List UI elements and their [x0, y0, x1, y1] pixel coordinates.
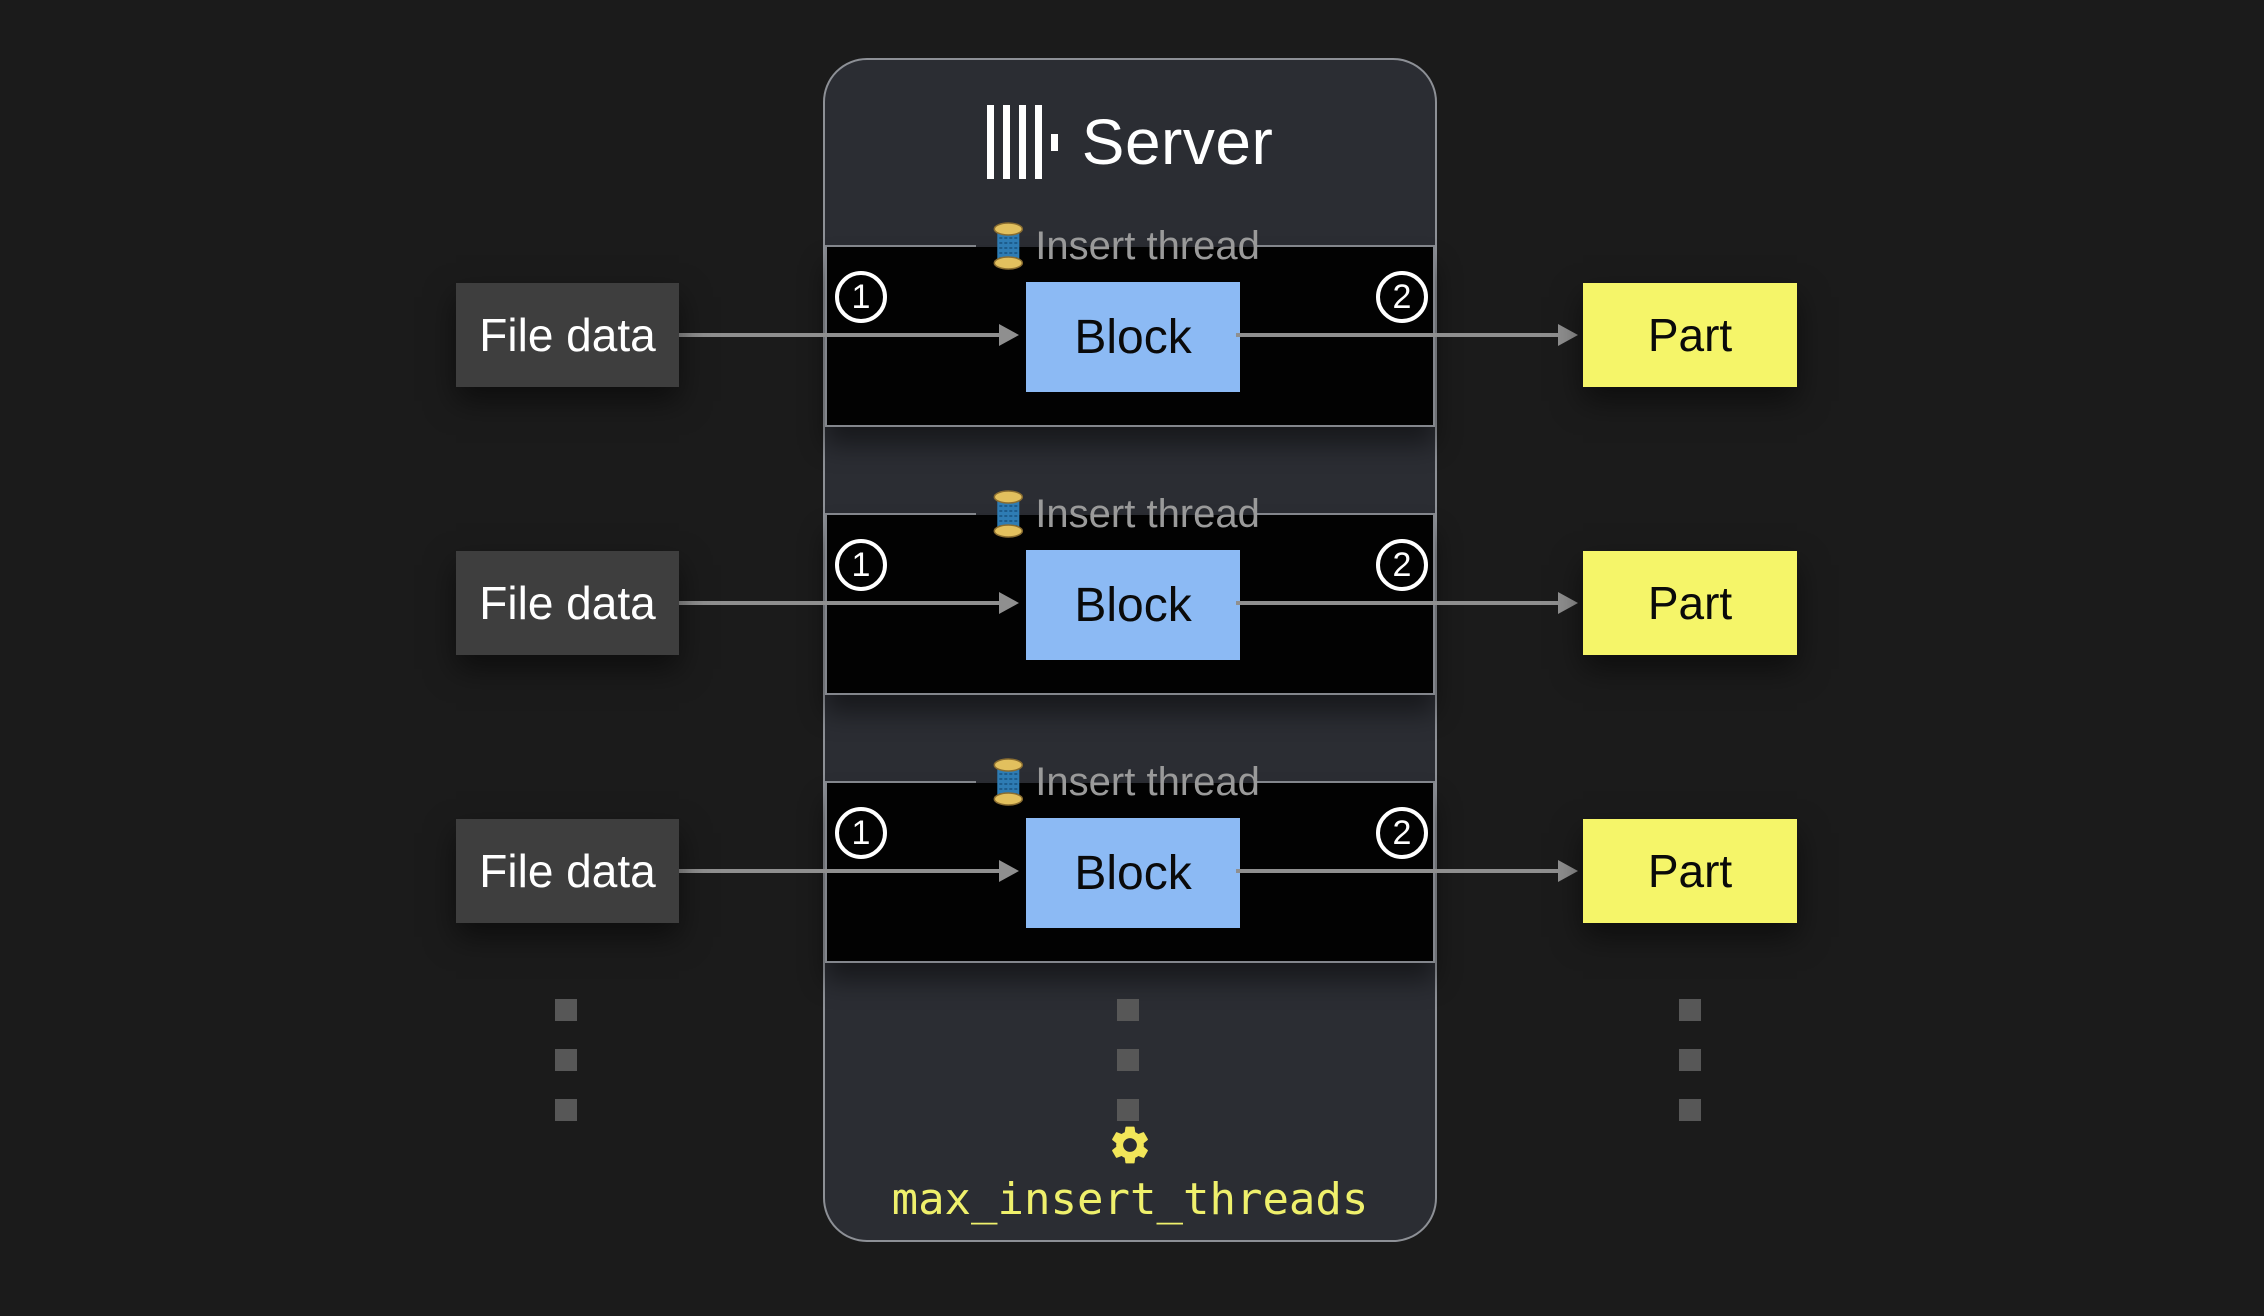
insert-thread-label: Insert thread	[1035, 760, 1260, 804]
file-data-box: File data	[456, 283, 679, 387]
insert-thread-label: Insert thread	[1035, 492, 1260, 536]
block-box: Block	[1026, 282, 1240, 392]
ellipsis-dot	[1117, 1099, 1139, 1121]
insert-thread-legend: Insert thread	[989, 489, 1260, 539]
arrowhead-icon	[999, 324, 1019, 346]
arrowhead-icon	[999, 860, 1019, 882]
thread-spool-icon	[993, 222, 1024, 270]
arrow-block-to-part	[1236, 324, 1578, 346]
arrow-block-to-part	[1236, 592, 1578, 614]
step-1-badge: 1	[835, 539, 887, 591]
step-1-badge: 1	[835, 271, 887, 323]
server-panel: Server Insert thread 1 Block 2	[823, 58, 1437, 1242]
thread-spool-icon	[993, 758, 1024, 806]
file-data-box: File data	[456, 551, 679, 655]
file-data-box: File data	[456, 819, 679, 923]
step-2-badge: 2	[1376, 271, 1428, 323]
arrowhead-icon	[1558, 324, 1578, 346]
insert-thread-row: Insert thread 1 Block 2	[825, 758, 1435, 963]
block-box: Block	[1026, 550, 1240, 660]
insert-thread-legend: Insert thread	[989, 221, 1260, 271]
ellipsis-dot	[555, 1049, 577, 1071]
server-setting: max_insert_threads	[825, 1122, 1435, 1224]
ellipsis-dot	[1117, 1049, 1139, 1071]
ellipsis-dot	[1679, 1049, 1701, 1071]
step-2-badge: 2	[1376, 539, 1428, 591]
insert-thread-legend: Insert thread	[989, 757, 1260, 807]
insert-thread-row: Insert thread 1 Block 2	[825, 490, 1435, 695]
server-title: Server	[1081, 106, 1274, 178]
ellipsis-dot	[1679, 1099, 1701, 1121]
arrow-file-to-block	[679, 592, 1019, 614]
arrowhead-icon	[1558, 592, 1578, 614]
server-header: Server	[825, 104, 1435, 180]
insert-thread-row: Insert thread 1 Block 2	[825, 222, 1435, 427]
block-box: Block	[1026, 818, 1240, 928]
arrowhead-icon	[999, 592, 1019, 614]
part-box: Part	[1583, 819, 1797, 923]
ellipsis-dot	[555, 1099, 577, 1121]
ellipsis-dot	[1117, 999, 1139, 1021]
arrowhead-icon	[1558, 860, 1578, 882]
part-box: Part	[1583, 283, 1797, 387]
ellipsis-dot	[1679, 999, 1701, 1021]
part-box: Part	[1583, 551, 1797, 655]
arrow-block-to-part	[1236, 860, 1578, 882]
step-1-badge: 1	[835, 807, 887, 859]
gear-icon	[1112, 1126, 1148, 1164]
setting-name: max_insert_threads	[891, 1173, 1369, 1225]
ellipsis-dot	[555, 999, 577, 1021]
thread-spool-icon	[993, 490, 1024, 538]
insert-thread-label: Insert thread	[1035, 224, 1260, 268]
step-2-badge: 2	[1376, 807, 1428, 859]
arrow-file-to-block	[679, 324, 1019, 346]
clickhouse-logo-icon	[986, 105, 1058, 179]
arrow-file-to-block	[679, 860, 1019, 882]
